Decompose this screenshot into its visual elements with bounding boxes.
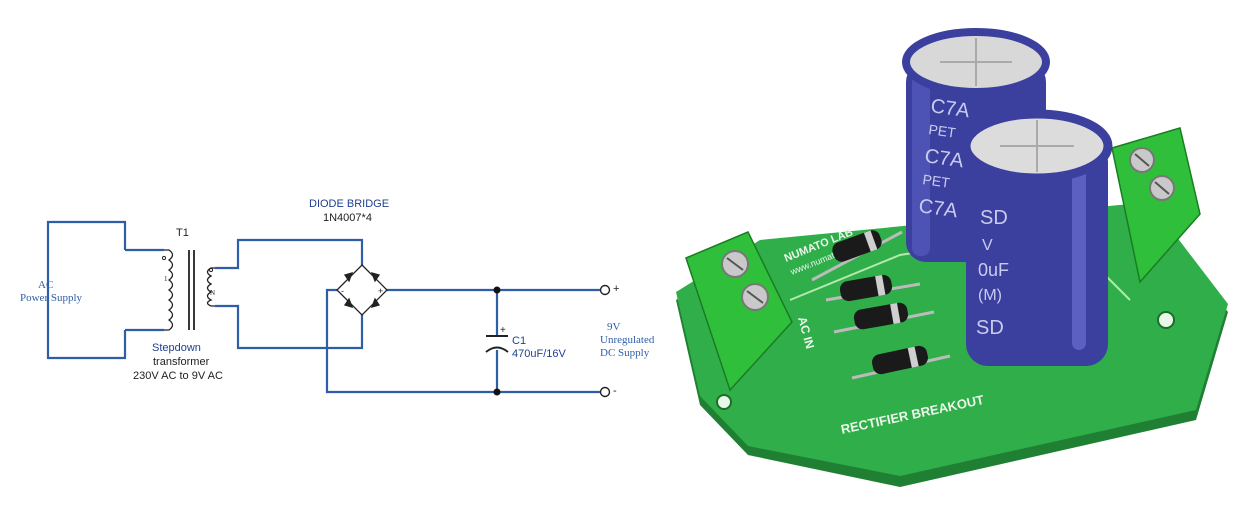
transformer-pin-1: 1 xyxy=(164,275,168,283)
bridge-diamond xyxy=(336,264,388,316)
diode-3 xyxy=(343,297,354,308)
secondary-top-wire xyxy=(215,238,364,270)
cap-front-marking-3: 0uF xyxy=(978,260,1009,280)
diode-1 xyxy=(343,272,354,283)
diode-part-1 xyxy=(811,230,903,282)
primary-dot-marker xyxy=(161,255,167,261)
cap-back-marking-4: PET xyxy=(922,171,952,191)
diode-part-4 xyxy=(851,345,951,380)
cap-back-marking-2: PET xyxy=(928,121,958,141)
bridge-part: 1N4007*4 xyxy=(323,212,372,224)
wires xyxy=(46,220,600,394)
terminal-block-right xyxy=(1111,127,1201,284)
output-minus-label: - xyxy=(613,385,617,397)
diode-part-2 xyxy=(825,274,921,302)
diodes xyxy=(811,230,951,380)
primary-coil xyxy=(164,249,174,331)
ac-label-2: Power Supply xyxy=(20,292,83,304)
cap-back-marking-1: C7A xyxy=(929,95,971,122)
bridge-pin-plus: + xyxy=(378,286,383,296)
diode-bridge xyxy=(336,264,388,316)
schematic: + - + AC Power Supply T1 1 N Stepdown tr… xyxy=(20,198,655,398)
transformer-ref: T1 xyxy=(176,227,189,239)
capacitor-value: 470uF/16V xyxy=(512,348,566,360)
diode-4 xyxy=(370,297,381,308)
secondary-bottom-wire xyxy=(215,304,364,350)
capacitor xyxy=(485,335,509,353)
secondary-dot-marker xyxy=(208,267,214,273)
mount-hole-right xyxy=(1157,311,1175,329)
output-terminal-positive xyxy=(599,284,611,296)
terminal-block-left xyxy=(685,231,793,392)
transformer xyxy=(164,249,215,331)
output-label-3: DC Supply xyxy=(600,347,650,359)
cap-front-marking-1: SD xyxy=(980,207,1008,229)
transformer-pin-n: N xyxy=(210,289,215,297)
terminal-left-slot-2 xyxy=(746,290,764,304)
junction-positive xyxy=(493,286,501,294)
cap-front-marking-2: V xyxy=(982,237,993,254)
output-plus-label: + xyxy=(613,283,619,295)
mount-hole-left xyxy=(716,394,732,410)
transformer-caption-3: 230V AC to 9V AC xyxy=(133,370,223,382)
diode-part-3 xyxy=(833,302,935,334)
ac-label: AC xyxy=(38,279,53,291)
bridge-title: DIODE BRIDGE xyxy=(309,198,389,210)
cap-back-marking-5: C7A xyxy=(917,195,959,222)
output-label-2: Unregulated xyxy=(600,334,655,346)
transformer-caption-1: Stepdown xyxy=(152,342,201,354)
capacitor-front: SD V 0uF (M) SD xyxy=(961,109,1113,366)
ac-source-loop xyxy=(46,220,127,360)
cap-back-marking-3: C7A xyxy=(923,145,965,172)
transformer-caption-2: transformer xyxy=(153,356,210,368)
output-terminal-negative xyxy=(599,386,611,398)
terminal-right-slot-2 xyxy=(1154,181,1170,195)
cap-front-marking-4: (M) xyxy=(978,287,1002,304)
output-label-1: 9V xyxy=(607,321,621,333)
board-photo: RECTIFIER BREAKOUT NUMATO LAB www.numato… xyxy=(676,28,1228,487)
diode-2 xyxy=(370,272,381,283)
bridge-negative-wire xyxy=(325,288,600,394)
capacitor-ref: C1 xyxy=(512,335,526,347)
terminal-right-slot-1 xyxy=(1134,153,1150,167)
bridge-pin-minus: - xyxy=(341,286,344,296)
secondary-coil xyxy=(206,267,215,307)
cap-polarity-mark: + xyxy=(500,325,506,336)
terminal-left-body xyxy=(685,231,793,392)
terminal-left-slot-1 xyxy=(726,257,744,271)
junction-negative xyxy=(493,388,501,396)
cap-plate-bottom xyxy=(485,346,509,353)
cap-front-marking-5: SD xyxy=(976,317,1004,339)
